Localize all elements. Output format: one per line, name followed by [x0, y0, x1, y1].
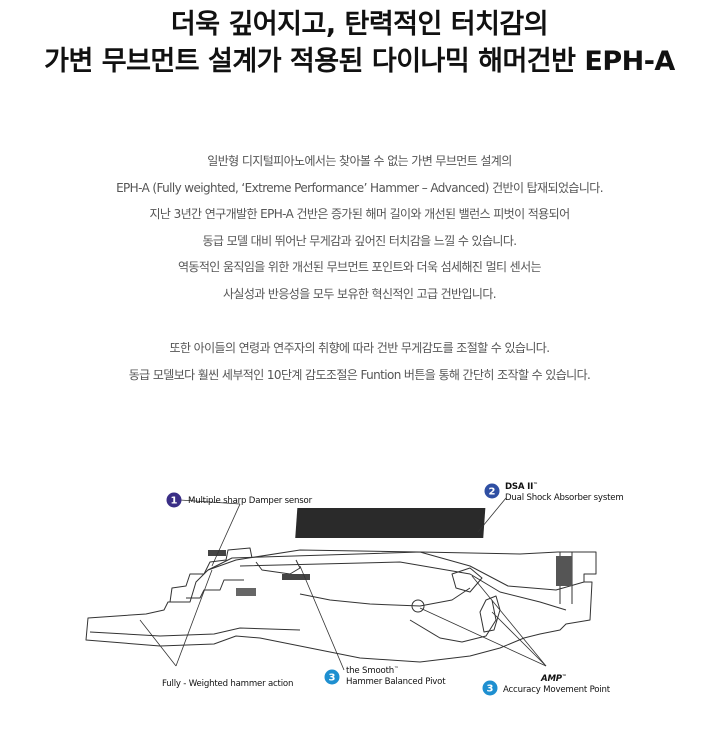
bushing	[451, 567, 483, 593]
badge-2-number: 2	[489, 487, 496, 498]
paragraph-1-line-4: 동급 모델 대비 뛰어난 무게감과 깊어진 터치감을 느낄 수 있습니다.	[202, 233, 517, 248]
key-inner-line	[89, 627, 301, 637]
paragraph-gap	[0, 307, 719, 335]
paragraph-1-line-6: 사실성과 반응성을 모두 보유한 혁신적인 고급 건반입니다.	[222, 286, 497, 301]
label-amp-tm: ™	[562, 674, 567, 680]
badge-2	[484, 483, 500, 499]
felt-right	[556, 556, 572, 586]
label-dsa-title: DSA II™	[505, 482, 538, 492]
label-damper-sensor: Multiple sharp Damper sensor	[188, 496, 313, 506]
spring-upper	[208, 550, 226, 556]
leader-1	[179, 499, 241, 505]
paragraph-1-line-3: 지난 3년간 연구개발한 EPH-A 건반은 증가된 해머 길이와 개선된 밸런…	[149, 207, 570, 221]
hammer-shank	[207, 551, 585, 591]
paragraph-1-line-5: 역동적인 움직임을 위한 개선된 무브먼트 포인트와 더욱 섬세해진 멀티 센서…	[177, 260, 542, 274]
badge-3-pivot-number: 3	[329, 673, 336, 684]
label-amp-title-text: AMP	[540, 674, 563, 684]
weight-block	[295, 508, 486, 538]
badge-1-number: 1	[171, 496, 178, 507]
label-smooth-tm: ™	[394, 666, 399, 672]
hammer-inner	[239, 561, 567, 611]
pivot-ring	[411, 599, 425, 613]
leader-2	[477, 497, 507, 533]
badge-3-amp-number: 3	[487, 684, 494, 695]
headline-line-1: 더욱 깊어지고, 탄력적인 터치감의	[170, 9, 549, 40]
headline-line-2: 가변 무브먼트 설계가 적용된 다이나믹 해머건반 EPH-A	[44, 46, 675, 77]
hammer-action-diagram: 1 Multiple sharp Damper sensor 2 DSA II™…	[85, 482, 624, 696]
leader-3b-a	[471, 575, 547, 667]
headline: 더욱 깊어지고, 탄력적인 터치감의 가변 무브먼트 설계가 적용된 다이나믹 …	[0, 6, 719, 80]
paragraph-2-line-2: 동급 모델보다 훨씬 세부적인 10단계 감도조절은 Funtion 버튼을 통…	[128, 367, 591, 382]
felt-small	[236, 588, 256, 596]
label-smooth-title: the Smooth™	[346, 666, 399, 676]
label-smooth-text: Hammer Balanced Pivot	[346, 677, 446, 687]
lower-frame	[299, 587, 471, 607]
paragraph-2-line-1: 또한 아이들의 연령과 연주자의 취향에 따라 건반 무게감도를 조절할 수 있…	[169, 341, 550, 355]
label-fully-weighted: Fully - Weighted hammer action	[162, 679, 293, 689]
label-smooth-title-text: the Smooth	[346, 666, 394, 676]
damper-housing	[169, 547, 253, 603]
label-amp-text: Accuracy Movement Point	[503, 685, 611, 695]
key-lever-outline	[85, 549, 597, 663]
paragraph-1-line-2: EPH-A (Fully weighted, ‘Extreme Performa…	[116, 180, 603, 195]
leader-3b-c	[419, 607, 547, 667]
badge-3-pivot	[324, 669, 340, 685]
leader-3a	[299, 565, 345, 671]
spring-middle	[282, 574, 310, 580]
label-dsa-tm: ™	[533, 482, 538, 488]
badge-1	[166, 492, 182, 508]
label-amp-title: AMP™	[540, 674, 567, 684]
badge-3-amp	[482, 680, 498, 696]
damper-step	[186, 579, 244, 599]
label-dsa-title-text: DSA II	[505, 482, 533, 492]
paragraph-1-line-1: 일반형 디지털피아노에서는 찾아볼 수 없는 가변 무브먼트 설계의	[207, 154, 512, 168]
leader-1b	[211, 503, 241, 567]
leader-fully-a	[139, 619, 177, 667]
lever-arm	[409, 599, 497, 643]
leader-fully-b	[175, 569, 213, 667]
stop-bracket	[479, 595, 501, 633]
leader-3b-b	[491, 611, 547, 667]
pivot-cup	[255, 559, 301, 575]
label-dsa-text: Dual Shock Absorber system	[505, 493, 624, 503]
description: 일반형 디지털피아노에서는 찾아볼 수 없는 가변 무브먼트 설계의 EPH-A…	[0, 148, 719, 388]
